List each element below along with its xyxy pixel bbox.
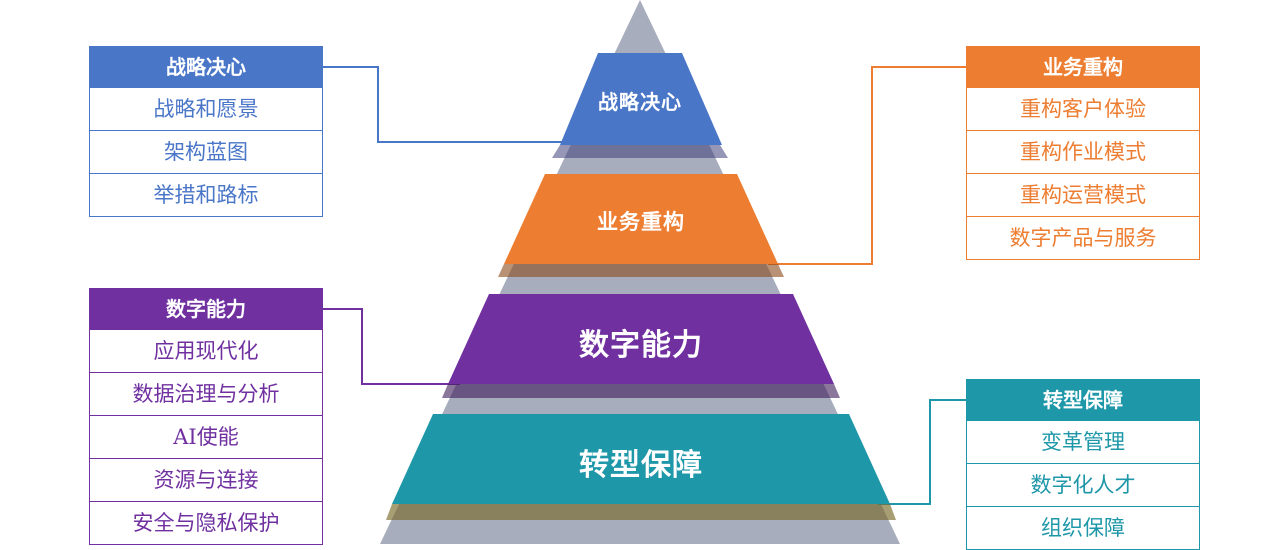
band-label-digital: 数字能力 [579, 328, 703, 363]
list-item: 数字产品与服务 [966, 217, 1200, 260]
list-item: 数据治理与分析 [89, 373, 323, 416]
connector-strategy [323, 66, 588, 143]
band-shadow-strategy [552, 145, 728, 158]
panel-digital-title: 数字能力 [89, 288, 323, 330]
connector-business [768, 66, 966, 265]
panel-guarantee: 转型保障 变革管理 数字化人才 组织保障 [966, 379, 1200, 550]
list-item: AI使能 [89, 416, 323, 459]
band-shadow-business [498, 264, 784, 277]
band-digital [448, 294, 834, 384]
band-label-guarantee: 转型保障 [579, 448, 703, 483]
list-item: 变革管理 [966, 421, 1200, 464]
list-item: 架构蓝图 [89, 131, 323, 174]
panel-business-title: 业务重构 [966, 46, 1200, 88]
list-item: 举措和路标 [89, 174, 323, 217]
list-item: 重构运营模式 [966, 174, 1200, 217]
band-label-strategy: 战略决心 [598, 90, 682, 114]
list-item: 战略和愿景 [89, 88, 323, 131]
panel-business: 业务重构 重构客户体验 重构作业模式 重构运营模式 数字产品与服务 [966, 46, 1200, 260]
connector-guarantee [878, 399, 966, 505]
list-item: 重构客户体验 [966, 88, 1200, 131]
panel-strategy: 战略决心 战略和愿景 架构蓝图 举措和路标 [89, 46, 323, 217]
list-item: 资源与连接 [89, 459, 323, 502]
connector-digital [323, 308, 460, 385]
list-item: 应用现代化 [89, 330, 323, 373]
list-item: 重构作业模式 [966, 131, 1200, 174]
band-shadow-guarantee [386, 504, 896, 520]
band-strategy [560, 53, 722, 145]
list-item: 数字化人才 [966, 464, 1200, 507]
band-shadow-digital [442, 384, 840, 398]
panel-strategy-title: 战略决心 [89, 46, 323, 88]
panel-digital: 数字能力 应用现代化 数据治理与分析 AI使能 资源与连接 安全与隐私保护 [89, 288, 323, 545]
list-item: 安全与隐私保护 [89, 502, 323, 545]
band-label-business: 业务重构 [597, 210, 685, 234]
band-guarantee [392, 414, 890, 504]
panel-guarantee-title: 转型保障 [966, 379, 1200, 421]
band-business [504, 174, 778, 264]
